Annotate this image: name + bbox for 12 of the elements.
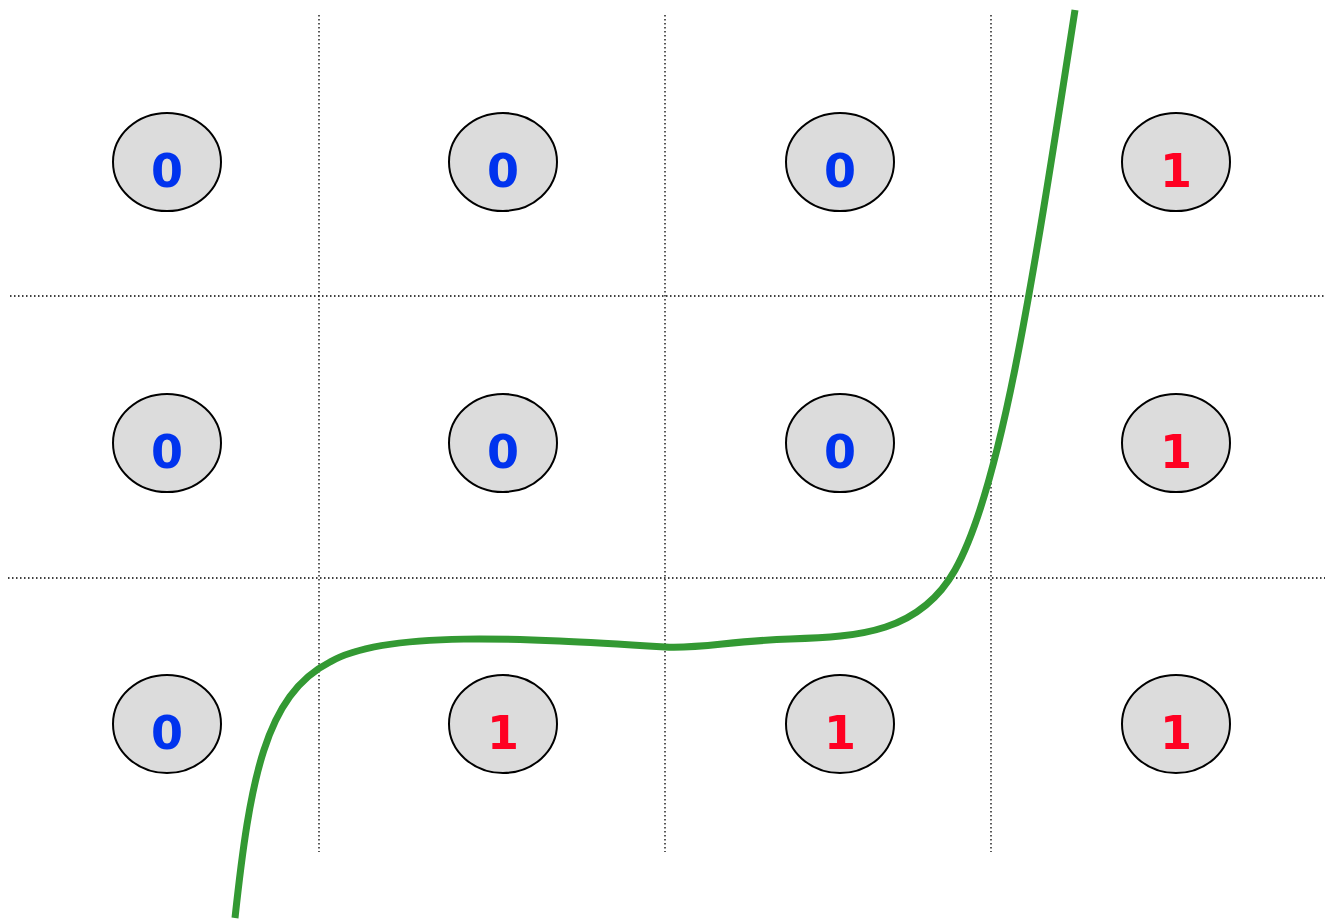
class-label: 1 (1160, 710, 1192, 757)
class-label: 0 (824, 429, 856, 476)
class-label: 1 (824, 710, 856, 757)
class-label: 1 (1160, 148, 1192, 195)
class-label: 0 (151, 148, 183, 195)
class-label: 1 (487, 710, 519, 757)
class-label: 0 (151, 429, 183, 476)
class-label: 0 (487, 148, 519, 195)
class-label: 0 (487, 429, 519, 476)
class-label: 1 (1160, 429, 1192, 476)
class-label: 0 (824, 148, 856, 195)
class-label: 0 (151, 710, 183, 757)
